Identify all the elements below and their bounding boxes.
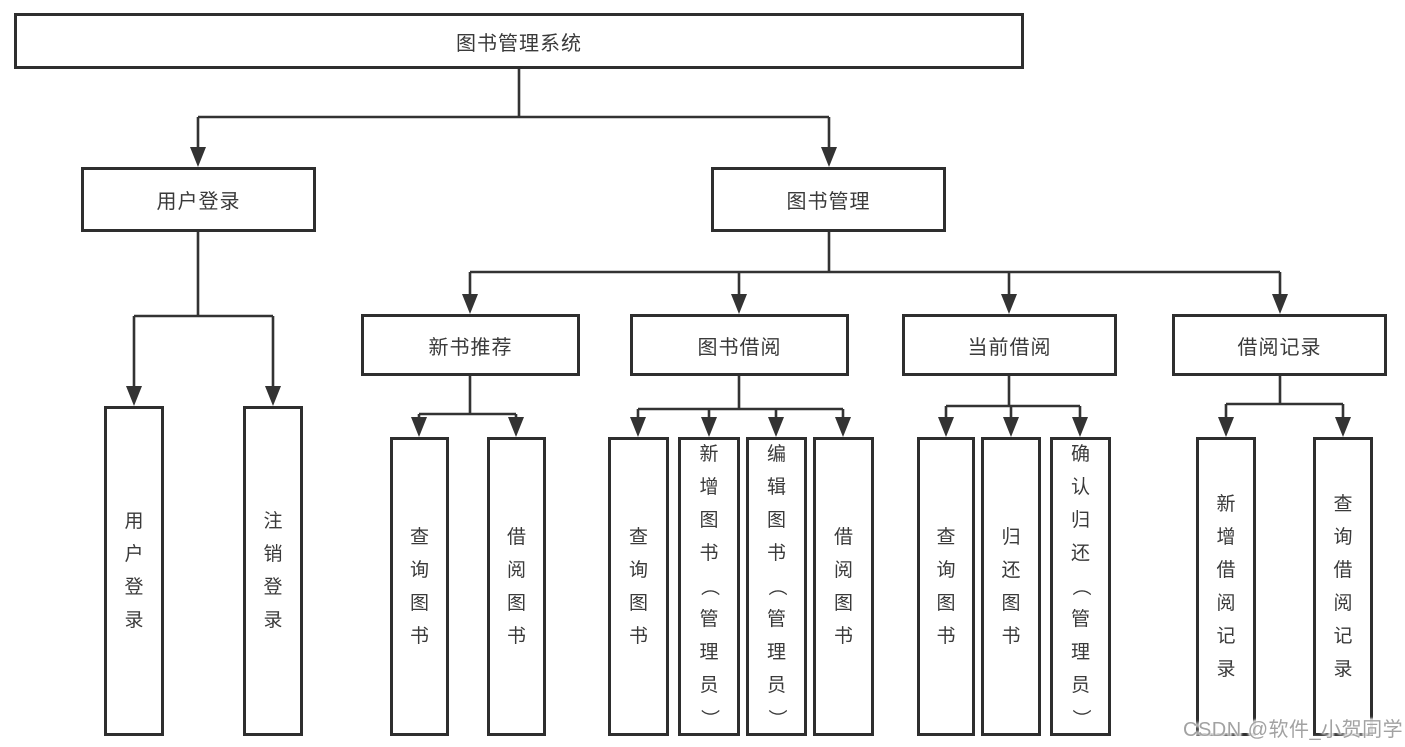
- arrowhead: [1335, 417, 1351, 437]
- csdn-watermark: CSDN @软件_小贺同学: [1183, 719, 1404, 741]
- node-current-borrowing: 当前借阅: [902, 314, 1117, 376]
- leaf-add-borrow-record: 新增借阅记录: [1196, 437, 1256, 736]
- arrowhead: [1003, 417, 1019, 437]
- arrowheads: [126, 147, 1351, 437]
- leaf-query-books-recommend: 查询图书: [390, 437, 449, 736]
- arrowhead: [630, 417, 646, 437]
- arrowhead: [731, 294, 747, 314]
- node-book-borrowing: 图书借阅: [630, 314, 849, 376]
- leaf-logout: 注销登录: [243, 406, 303, 736]
- arrowhead: [190, 147, 206, 167]
- arrowhead: [821, 147, 837, 167]
- arrowhead: [265, 386, 281, 406]
- connector-book-management-to-level3: [468, 232, 1282, 299]
- arrowhead: [126, 386, 142, 406]
- arrowhead: [768, 417, 784, 437]
- connector-new-book-to-leaves: [417, 376, 518, 422]
- arrowhead: [411, 417, 427, 437]
- connector-user-login-to-leaves: [132, 232, 275, 391]
- arrowhead: [1072, 417, 1088, 437]
- arrowhead: [938, 417, 954, 437]
- arrowhead: [462, 294, 478, 314]
- leaf-return-books: 归还图书: [981, 437, 1041, 736]
- leaf-confirm-return-admin: 确认归还（管理员）: [1050, 437, 1111, 736]
- connector-book-borrow-to-leaves: [636, 376, 845, 422]
- node-user-login-group: 用户登录: [81, 167, 316, 232]
- arrowhead: [835, 417, 851, 437]
- arrowhead: [1218, 417, 1234, 437]
- leaf-add-books-admin: 新增图书（管理员）: [678, 437, 740, 736]
- leaf-borrow-books: 借阅图书: [813, 437, 874, 736]
- leaf-borrow-books-recommend: 借阅图书: [487, 437, 546, 736]
- connector-current-borrow-to-leaves: [944, 376, 1082, 422]
- leaf-edit-books-admin: 编辑图书（管理员）: [746, 437, 807, 736]
- leaf-user-login: 用户登录: [104, 406, 164, 736]
- node-library-management-system: 图书管理系统: [14, 13, 1024, 69]
- connector-root-to-level2: [196, 69, 831, 152]
- leaf-query-books-borrow: 查询图书: [608, 437, 669, 736]
- node-new-book-recommendation: 新书推荐: [361, 314, 580, 376]
- arrowhead: [1272, 294, 1288, 314]
- connector-borrow-records-to-leaves: [1224, 376, 1345, 422]
- node-borrowing-records: 借阅记录: [1172, 314, 1387, 376]
- leaf-query-books-current: 查询图书: [917, 437, 975, 736]
- arrowhead: [508, 417, 524, 437]
- arrowhead: [1001, 294, 1017, 314]
- arrowhead: [701, 417, 717, 437]
- leaf-query-borrow-record: 查询借阅记录: [1313, 437, 1373, 736]
- node-book-management-group: 图书管理: [711, 167, 946, 232]
